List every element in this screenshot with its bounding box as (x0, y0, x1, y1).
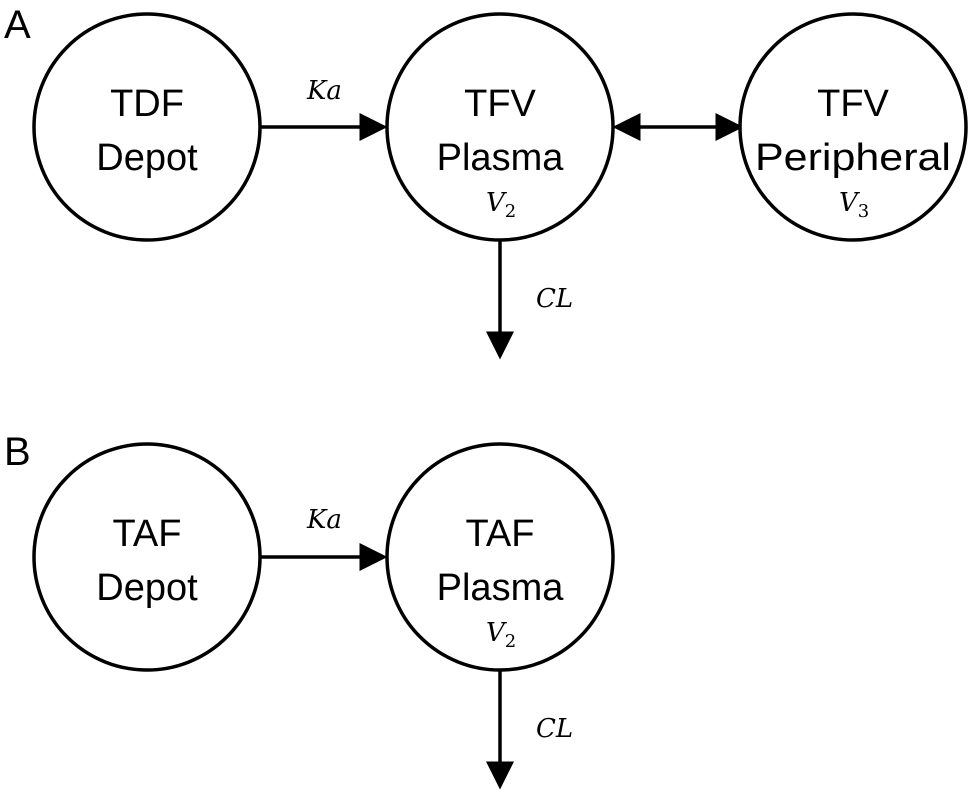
taf-plasma-circle (385, 442, 615, 672)
tfv-plasma-compartment: TFV Plasma V2 (385, 12, 615, 242)
taf-plasma-line2: Plasma (437, 567, 565, 609)
tdf-depot-line2: Depot (96, 137, 198, 179)
tdf-depot-compartment: TDF Depot (32, 12, 262, 242)
tfv-peripheral-line2: Peripheral (755, 137, 951, 179)
panel-a: A Ka CL TDF Depot TFV Plasma V2 TFV Peri… (4, 3, 968, 360)
taf-plasma-line1: TAF (466, 513, 535, 555)
taf-depot-line1: TAF (113, 513, 182, 555)
tfv-plasma-circle (385, 12, 615, 242)
panel-b: B Ka CL TAF Depot TAF Plasma V2 (4, 430, 615, 790)
taf-depot-line2: Depot (96, 567, 198, 609)
ka-label-b: Ka (306, 505, 342, 535)
tfv-peripheral-line1: TFV (817, 83, 889, 125)
tfv-plasma-volume: V2 (486, 188, 516, 222)
tdf-depot-circle (32, 12, 262, 242)
tfv-peripheral-circle (738, 12, 968, 242)
panel-b-label: B (4, 430, 31, 474)
taf-depot-compartment: TAF Depot (32, 442, 262, 672)
taf-plasma-compartment: TAF Plasma V2 (385, 442, 615, 672)
tfv-peripheral-volume: V3 (839, 188, 869, 222)
tfv-plasma-line2: Plasma (437, 137, 565, 179)
tfv-plasma-line1: TFV (464, 83, 536, 125)
tfv-peripheral-compartment: TFV Peripheral V3 (738, 12, 968, 242)
ka-label-a: Ka (306, 76, 342, 106)
panel-a-label: A (4, 3, 31, 47)
tdf-depot-line1: TDF (110, 83, 184, 125)
cl-label-a: CL (536, 284, 573, 314)
cl-label-b: CL (536, 714, 573, 744)
taf-plasma-volume: V2 (486, 618, 516, 652)
taf-depot-circle (32, 442, 262, 672)
